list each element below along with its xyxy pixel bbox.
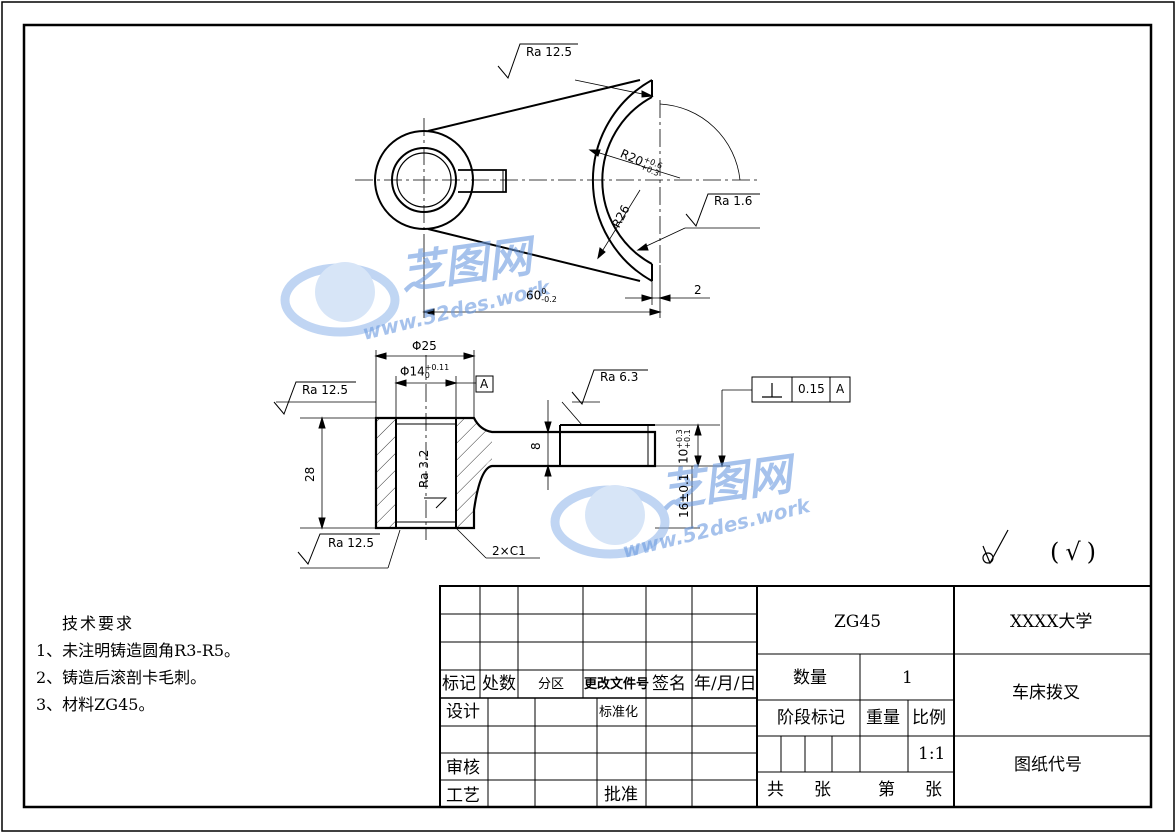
tb-total-label: 共 [767, 780, 784, 800]
tb-weight-label: 重量 [866, 708, 900, 728]
section-view [276, 350, 851, 569]
ra-top-left-label: Ra 12.5 [526, 45, 572, 59]
note-item-2: 2、铸造后滚剖卡毛刺。 [36, 668, 207, 687]
watermark-group [280, 262, 670, 559]
tb-review: 审核 [446, 758, 480, 778]
tb-material: ZG45 [834, 612, 882, 632]
tb-header-date: 年/月/日 [694, 674, 757, 694]
tb-page-sheets-label: 张 [925, 780, 942, 800]
chamfer-label: 2×C1 [492, 544, 526, 558]
tb-quantity-label: 数量 [793, 668, 827, 688]
other-surfaces-symbol [982, 529, 1009, 565]
tb-standardize: 标准化 [599, 705, 639, 720]
thickness-2-label: 2 [694, 283, 702, 297]
tb-part-name: 车床拨叉 [1012, 683, 1080, 703]
top-view [355, 79, 760, 318]
tb-design: 设计 [446, 702, 480, 722]
tb-header-sign: 签名 [652, 674, 686, 694]
notes-title: 技术要求 [62, 614, 135, 633]
tb-header-change-doc: 更改文件号 [584, 677, 650, 692]
tb-header-mark: 标记 [442, 674, 476, 694]
technical-notes: 技术要求 1、未注明铸造圆角R3-R5。 2、铸造后滚剖卡毛刺。 3、材料ZG4… [36, 610, 240, 718]
ra-side-top-label: Ra 6.3 [600, 370, 639, 384]
other-surfaces-label: (√) [1050, 538, 1103, 566]
tb-scale-label: 比例 [912, 708, 946, 728]
tb-quantity: 1 [902, 668, 913, 688]
roughness-ticks [273, 43, 760, 565]
tb-drawing-no-label: 图纸代号 [1014, 755, 1082, 775]
note-item-3: 3、材料ZG45。 [36, 695, 155, 714]
tb-page-label: 第 [878, 780, 895, 800]
tb-scale: 1:1 [918, 744, 946, 764]
tb-sheets-label: 张 [814, 780, 831, 800]
note-item-1: 1、未注明铸造圆角R3-R5。 [36, 641, 241, 660]
ra-side-left-label: Ra 12.5 [302, 383, 348, 397]
datum-a-label: A [480, 377, 489, 391]
tb-approve: 批准 [604, 785, 638, 805]
hub-dia-label: Φ25 [412, 339, 437, 353]
tolerance-value: 0.15 [798, 382, 825, 396]
ra-fork-right-label: Ra 1.6 [714, 194, 753, 208]
ra-side-bottom-label: Ra 12.5 [328, 536, 374, 550]
tb-header-zone: 分区 [538, 677, 565, 692]
tb-process: 工艺 [446, 786, 480, 806]
tb-school: XXXX大学 [1010, 612, 1093, 632]
tb-header-count: 处数 [482, 674, 516, 694]
tb-stage-label: 阶段标记 [777, 708, 845, 728]
tolerance-datum: A [836, 382, 845, 396]
